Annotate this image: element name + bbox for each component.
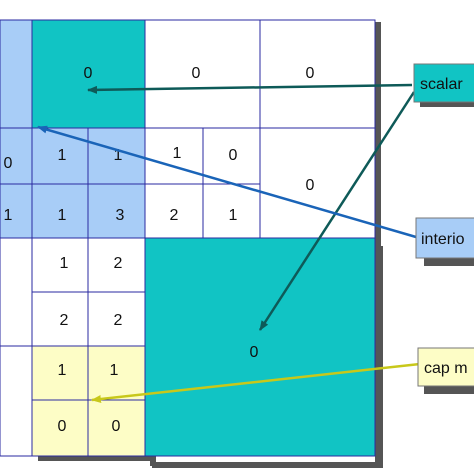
arrow-cap [91,362,421,403]
cell-value: 2 [170,207,179,224]
cell-value: 2 [114,312,123,329]
cell-value: 1 [4,207,13,224]
arrow-interior [37,125,417,239]
label-cap: cap m [424,360,468,377]
cell-value: 1 [58,147,67,164]
cell-value: 0 [192,65,201,82]
interior-cell-topleft [0,19,33,129]
lower-left-grid [0,237,146,457]
cell-value: 0 [306,65,315,82]
label-box-scalar [413,63,474,103]
cell-value: 1 [114,147,123,164]
arrow-scalar-big [258,91,416,331]
cell-value: 3 [116,207,125,224]
cell-value: 0 [229,147,238,164]
label-box-cap [417,347,474,387]
cell-value: 0 [58,418,67,435]
cell-value: 0 [4,155,13,172]
cell-value: 1 [60,255,69,272]
label-box-interior [415,217,474,259]
label-interior: interio [421,231,465,248]
cap-block [31,345,146,457]
cell-value: 0 [250,344,259,361]
outer-border [0,19,376,456]
teal-cell-top [31,19,146,129]
cell-value: 2 [60,312,69,329]
cell-value: 0 [112,418,121,435]
label-scalar: scalar [420,76,463,93]
cell-value: 1 [173,145,182,162]
teal-cell-big [144,237,376,457]
arrow-scalar-top [87,83,413,94]
upper-right-grid [145,20,375,238]
cell-value: 1 [110,362,119,379]
cell-value: 1 [58,207,67,224]
cell-value: 0 [306,177,315,194]
cell-value: 1 [229,207,238,224]
cell-value: 0 [84,65,93,82]
cell-value: 1 [58,362,67,379]
cell-value: 2 [114,255,123,272]
